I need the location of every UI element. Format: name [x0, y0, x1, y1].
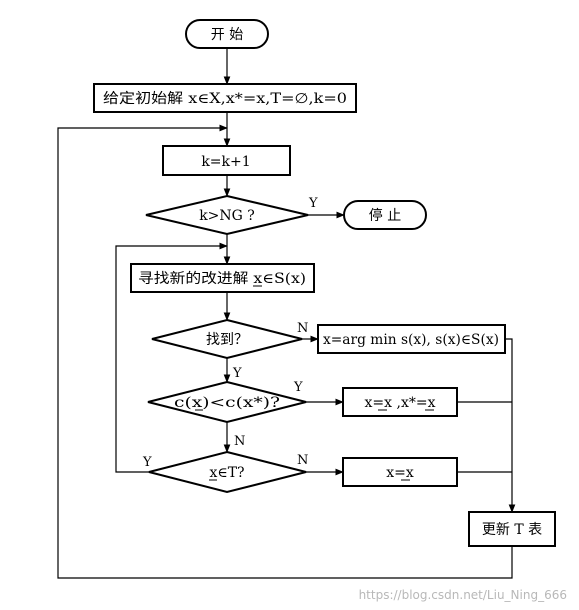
- node-update-label: 更新 T 表: [482, 522, 542, 538]
- node-init-label: 给定初始解 x∈X,x*=x,T=∅,k=0: [103, 90, 347, 107]
- label-in-tabu-yes: Y: [142, 455, 152, 470]
- label-compare-yes: Y: [293, 380, 303, 395]
- node-increment-label: k=k+1: [201, 154, 250, 170]
- node-in-tabu: x∈T?: [148, 450, 307, 494]
- edge-labels: Y N Y Y N Y N: [142, 196, 318, 470]
- node-init: 给定初始解 x∈X,x*=x,T=∅,k=0: [93, 83, 357, 113]
- label-in-tabu-no: N: [297, 453, 308, 468]
- node-search-label: 寻找新的改进解 x∈S(x): [138, 271, 306, 287]
- node-search: 寻找新的改进解 x∈S(x): [130, 263, 315, 293]
- label-compare-no: N: [234, 434, 245, 449]
- node-in-tabu-label: x∈T?: [209, 465, 244, 481]
- node-compare-label: c(x)<c(x*)?: [174, 395, 280, 411]
- node-found-label: 找到？: [206, 332, 248, 348]
- label-check-iter-yes: Y: [308, 196, 318, 211]
- label-found-no: N: [297, 321, 308, 336]
- node-start-label: 开 始: [211, 27, 243, 43]
- node-assign-label: x=x: [386, 465, 414, 481]
- node-increment: k=k+1: [162, 145, 291, 176]
- node-stop-label: 停 止: [369, 207, 401, 224]
- label-found-yes: Y: [232, 366, 242, 381]
- node-found: 找到？: [151, 318, 303, 360]
- node-start: 开 始: [185, 19, 269, 49]
- node-check-iter-label: k>NG ?: [199, 208, 255, 224]
- node-check-iter: k>NG ?: [145, 194, 309, 236]
- node-compare: c(x)<c(x*)?: [147, 380, 307, 424]
- node-assign-both: x=x ,x*=x: [342, 387, 458, 417]
- edge-tabu-loop-search: [115, 242, 228, 473]
- edge-update-loop-increment: [57, 124, 513, 579]
- node-update: 更新 T 表: [468, 511, 556, 547]
- node-stop: 停 止: [343, 200, 427, 230]
- watermark: https://blog.csdn.net/Liu_Ning_666: [358, 588, 567, 602]
- node-argmin-label: x=arg min s(x), s(x)∈S(x): [323, 332, 499, 348]
- node-assign-both-label: x=x ,x*=x: [365, 395, 436, 411]
- edges: [57, 48, 516, 579]
- edge-argmin-update: [505, 338, 516, 513]
- node-argmin: x=arg min s(x), s(x)∈S(x): [317, 324, 506, 354]
- node-assign: x=x: [342, 457, 458, 487]
- underline-marks: [195, 285, 434, 481]
